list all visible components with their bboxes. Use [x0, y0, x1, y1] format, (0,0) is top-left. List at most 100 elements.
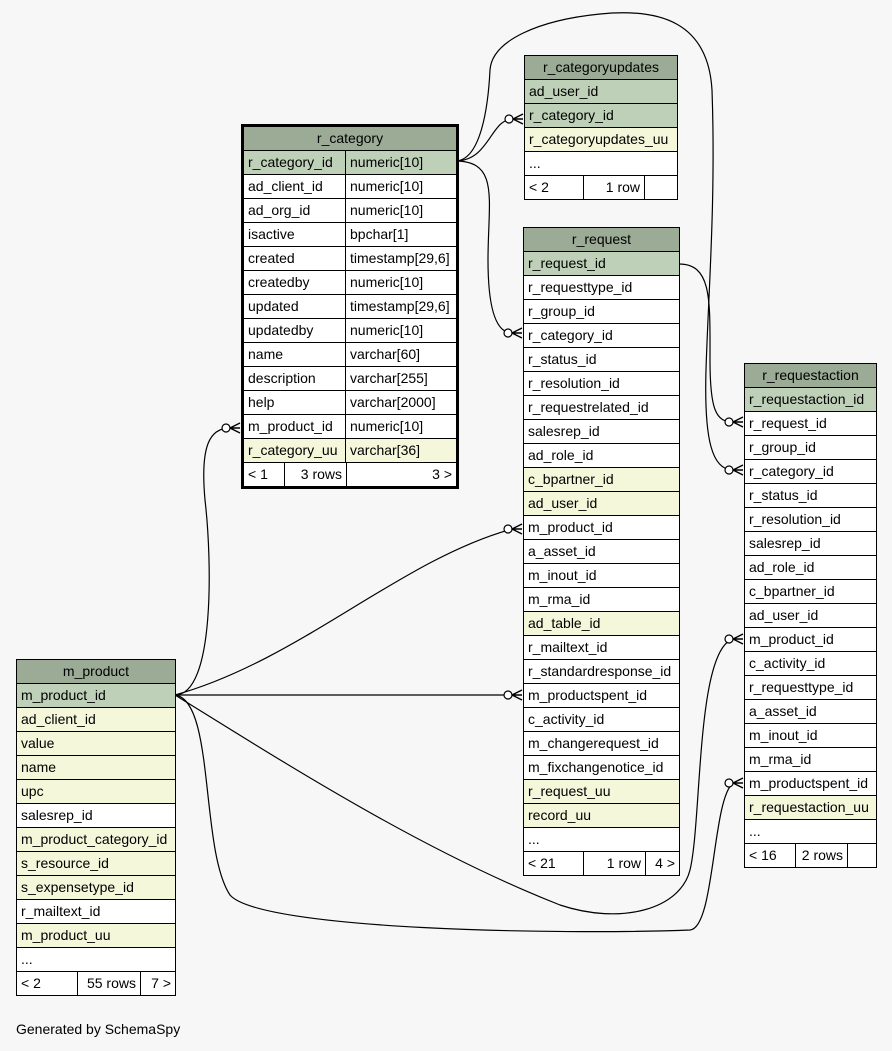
column-row[interactable]: r_status_id — [524, 348, 679, 372]
column-row[interactable]: r_status_id — [745, 484, 876, 508]
column-row[interactable]: record_uu — [524, 804, 679, 828]
column-row[interactable]: name — [17, 756, 175, 780]
column-row[interactable]: ad_user_id — [525, 80, 677, 104]
column-row[interactable]: m_inout_id — [745, 724, 876, 748]
column-row[interactable]: c_activity_id — [745, 652, 876, 676]
footer-parents[interactable]: < 1 — [248, 466, 268, 482]
column-row[interactable]: r_category_id — [525, 104, 677, 128]
column-row[interactable]: ad_table_id — [524, 612, 679, 636]
column-row[interactable]: m_productspent_id — [745, 772, 876, 796]
footer-parents[interactable]: < 2 — [529, 179, 549, 195]
column-row[interactable]: m_inout_id — [524, 564, 679, 588]
column-row[interactable]: r_category_id — [745, 460, 876, 484]
column-name: r_category_id — [529, 107, 614, 123]
column-row[interactable]: m_product_id — [745, 628, 876, 652]
column-row[interactable]: r_resolution_id — [745, 508, 876, 532]
footer-parents[interactable]: < 16 — [749, 847, 777, 863]
column-row[interactable]: r_group_id — [524, 300, 679, 324]
column-name: ad_client_id — [21, 711, 96, 727]
column-row[interactable]: r_requesttype_id — [745, 676, 876, 700]
column-name: a_asset_id — [749, 703, 817, 719]
footer-children[interactable] — [847, 844, 876, 867]
link-product-request-product-crowfoot-marker — [511, 523, 523, 535]
footer-children[interactable]: 3 > — [346, 463, 456, 486]
column-row[interactable]: r_requestaction_id — [745, 388, 876, 412]
column-row[interactable]: ad_client_id — [17, 708, 175, 732]
column-row[interactable]: r_request_id — [745, 412, 876, 436]
column-row[interactable]: ... — [525, 152, 677, 176]
column-row[interactable]: m_rma_id — [745, 748, 876, 772]
column-row[interactable]: m_fixchangenotice_id — [524, 756, 679, 780]
column-row[interactable]: ... — [745, 820, 876, 844]
column-row[interactable]: value — [17, 732, 175, 756]
column-row[interactable]: r_requestaction_uu — [745, 796, 876, 820]
link-product-requestaction-productspent-optional-marker — [724, 778, 734, 788]
column-row[interactable]: salesrep_id — [524, 420, 679, 444]
column-row[interactable]: s_resource_id — [17, 852, 175, 876]
column-row[interactable]: r_category_id — [524, 324, 679, 348]
footer-parents[interactable]: < 2 — [21, 975, 41, 991]
column-row[interactable]: ad_user_id — [745, 604, 876, 628]
column-row[interactable]: m_product_uu — [17, 924, 175, 948]
column-row[interactable]: r_resolution_id — [524, 372, 679, 396]
column-row[interactable]: r_group_id — [745, 436, 876, 460]
footer-parents[interactable]: < 21 — [528, 855, 556, 871]
footer-children[interactable]: 4 > — [645, 852, 679, 875]
column-row[interactable]: r_request_id — [524, 252, 679, 276]
column-row[interactable]: r_requestrelated_id — [524, 396, 679, 420]
column-row[interactable]: r_requesttype_id — [524, 276, 679, 300]
column-name: isactive — [244, 223, 346, 246]
column-row[interactable]: upc — [17, 780, 175, 804]
column-row[interactable]: ... — [524, 828, 679, 852]
column-row[interactable]: m_product_category_id — [17, 828, 175, 852]
column-row[interactable]: r_mailtext_id — [17, 900, 175, 924]
column-name: m_product_id — [244, 415, 346, 438]
link-product-requestaction-product — [174, 638, 734, 915]
column-row[interactable]: c_bpartner_id — [745, 580, 876, 604]
column-row[interactable]: m_rma_id — [524, 588, 679, 612]
column-row[interactable]: ad_user_id — [524, 492, 679, 516]
column-row[interactable]: s_expensetype_id — [17, 876, 175, 900]
column-row[interactable]: r_request_uu — [524, 780, 679, 804]
footer-children[interactable]: 7 > — [140, 972, 175, 995]
column-row[interactable]: ad_role_id — [524, 444, 679, 468]
column-name: m_product_id — [528, 519, 613, 535]
column-row[interactable]: r_standardresponse_id — [524, 660, 679, 684]
footer-children[interactable] — [644, 176, 677, 199]
column-row[interactable]: salesrep_id — [745, 532, 876, 556]
column-row[interactable]: ... — [17, 948, 175, 972]
table-header: r_requestaction — [745, 364, 876, 388]
column-row[interactable]: r_mailtext_id — [524, 636, 679, 660]
column-row[interactable]: salesrep_id — [17, 804, 175, 828]
column-row[interactable]: m_product_id — [524, 516, 679, 540]
column-row[interactable]: m_product_id — [17, 684, 175, 708]
column-row[interactable]: a_asset_id — [524, 540, 679, 564]
column-row[interactable]: r_categoryupdates_uu — [525, 128, 677, 152]
column-row[interactable]: m_productspent_id — [524, 684, 679, 708]
column-row[interactable]: m_changerequest_id — [524, 732, 679, 756]
column-name: updated — [244, 295, 346, 318]
column-row[interactable]: a_asset_id — [745, 700, 876, 724]
column-row[interactable]: c_bpartner_id — [524, 468, 679, 492]
column-row[interactable]: ad_role_id — [745, 556, 876, 580]
column-row[interactable]: c_activity_id — [524, 708, 679, 732]
column-type: bpchar[1] — [350, 226, 409, 242]
